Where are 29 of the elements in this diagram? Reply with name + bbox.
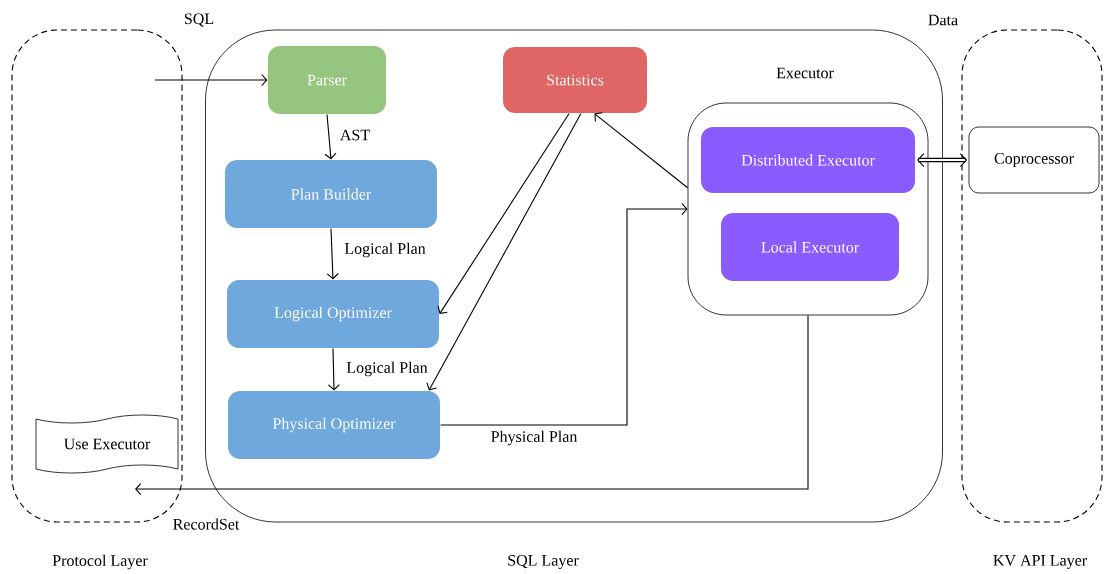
process-box: Physical Optimizer — [228, 391, 440, 459]
process-box: Logical Optimizer — [227, 280, 439, 348]
arrow — [594, 112, 689, 189]
edge-label: Logical Plan — [343, 241, 427, 259]
process-box: Parser — [268, 46, 386, 114]
heading: Protocol Layer — [52, 554, 148, 570]
heading: KV API Layer — [993, 555, 1087, 569]
process-box: Distributed Executor — [701, 127, 915, 193]
edge-label: Logical Plan — [345, 360, 429, 378]
arrow — [324, 114, 337, 160]
edge-label: RecordSet — [171, 517, 241, 531]
arrow — [327, 348, 340, 391]
arrow — [437, 113, 570, 314]
edge-label: Physical Plan — [489, 429, 579, 447]
heading: SQL Layer — [508, 555, 579, 570]
arrow — [135, 314, 809, 496]
arrow — [917, 152, 968, 168]
arrow — [154, 73, 268, 87]
arrow — [426, 113, 582, 391]
process-box: Local Executor — [721, 213, 899, 281]
arrow — [326, 228, 339, 280]
process-box: Statistics — [503, 47, 647, 113]
heading: Executor — [776, 67, 834, 79]
process-box: Plan Builder — [225, 160, 437, 228]
note-label: Data — [928, 14, 958, 26]
note-label: SQL — [184, 13, 214, 27]
process-box: Coprocessor — [968, 126, 1100, 194]
arrow — [440, 202, 688, 426]
edge-label: AST — [338, 128, 372, 142]
